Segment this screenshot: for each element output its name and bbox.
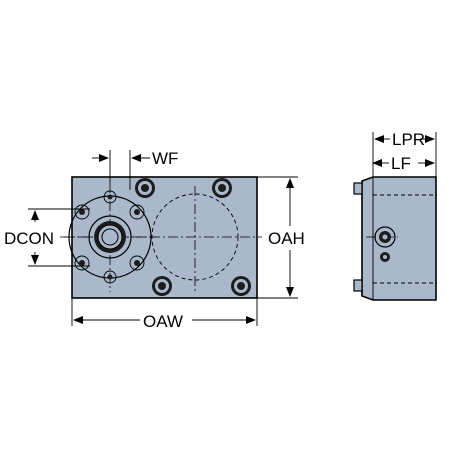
mounting-hole (231, 276, 251, 296)
mounting-hole (135, 178, 155, 198)
oaw-dimension: OAW (71, 298, 258, 331)
side-port (374, 226, 396, 248)
flange-bolt-hole (74, 204, 90, 220)
mounting-hole (152, 276, 172, 296)
spindle (88, 215, 132, 259)
flange-small-hole (103, 190, 117, 204)
lpr-dimension: LPR (372, 130, 437, 177)
wf-label: WF (152, 149, 178, 168)
front-view (60, 176, 262, 299)
dcon-dimension: DCON (4, 208, 90, 267)
side-pin (353, 279, 363, 292)
flange-bolt-hole (129, 204, 145, 220)
side-screw (380, 252, 390, 262)
flange-small-hole (103, 270, 117, 284)
mounting-hole (212, 178, 232, 198)
lf-label: LF (391, 154, 411, 173)
side-pin (353, 182, 363, 195)
oah-label: OAH (268, 229, 305, 248)
oaw-label: OAW (143, 312, 183, 331)
flange-bolt-hole (74, 255, 90, 271)
side-view (353, 176, 437, 301)
flange-bolt-hole (129, 255, 145, 271)
wf-dimension: WF (92, 149, 178, 190)
dcon-label: DCON (4, 229, 54, 248)
lf-dimension: LF (372, 154, 435, 173)
oah-dimension: OAH (257, 176, 305, 299)
lpr-label: LPR (392, 130, 425, 149)
